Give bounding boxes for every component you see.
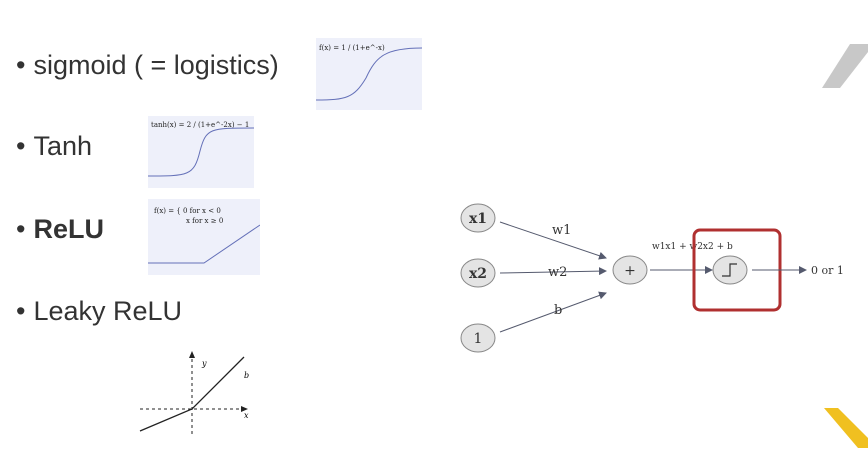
tanh-curve: [148, 127, 254, 177]
bullet-marker: •: [16, 50, 26, 80]
leaky-y-arrow: [189, 351, 195, 358]
leaky-relu-line: [139, 356, 245, 432]
weight-w1-label: w1: [552, 223, 571, 238]
perceptron-diagram: x1 x2 1 w1 w2 b + w1x1 + w2x2 + b 0 or 1: [460, 203, 844, 353]
sigmoid-curve: [316, 47, 422, 101]
leaky-y-label: y: [201, 359, 207, 368]
leaky-line-label: b: [244, 371, 249, 380]
weighted-sum-label: w1x1 + w2x2 + b: [652, 242, 733, 252]
tanh-formula: tanh(x) = 2 / (1+e^-2x) − 1: [151, 121, 250, 129]
input-node-bias: [460, 323, 496, 353]
bullet-tanh-label: Tanh: [33, 131, 93, 161]
weight-b-label: b: [554, 303, 562, 318]
gray-slash-decoration: [822, 44, 868, 88]
bullet-tanh: •Tanh: [16, 131, 92, 162]
sum-node: [612, 255, 648, 285]
input-bias-label: 1: [474, 331, 483, 347]
step-icon: [722, 263, 737, 277]
bullet-sigmoid-label: sigmoid ( = logistics): [33, 50, 279, 80]
bullet-marker: •: [16, 296, 26, 326]
input-x1-label: x1: [469, 211, 487, 227]
bullet-relu: •ReLU: [16, 214, 104, 245]
sigmoid-thumbnail: f(x) = 1 / (1+e^-x): [316, 38, 422, 110]
relu-thumbnail: f(x) = { 0 for x < 0 x for x ≥ 0: [148, 199, 260, 275]
sigmoid-formula: f(x) = 1 / (1+e^-x): [319, 44, 385, 52]
yellow-slash-decoration: [824, 408, 868, 448]
bullet-marker: •: [16, 131, 26, 161]
input-node-x1: [460, 203, 496, 233]
edge-x1-sum: [499, 221, 607, 260]
leaky-x-arrow: [241, 406, 248, 412]
bullet-marker: •: [16, 214, 26, 244]
edge-x2-sum: [499, 267, 607, 276]
bullet-sigmoid: •sigmoid ( = logistics): [16, 50, 279, 81]
input-x2-label: x2: [469, 266, 487, 282]
sum-symbol: +: [624, 263, 636, 279]
input-node-x2: [460, 258, 496, 288]
tanh-thumbnail: tanh(x) = 2 / (1+e^-2x) − 1: [148, 116, 254, 188]
bullet-relu-label: ReLU: [33, 214, 104, 244]
edge-bias-sum: [499, 291, 607, 333]
relu-formula-line2: x for x ≥ 0: [186, 217, 224, 225]
leaky-relu-plot: y x b: [139, 351, 249, 435]
leaky-x-label: x: [244, 411, 249, 420]
weight-w2-label: w2: [548, 265, 567, 280]
relu-curve: [148, 224, 260, 264]
bullet-leaky-relu-label: Leaky ReLU: [33, 296, 183, 326]
bullet-leaky-relu: •Leaky ReLU: [16, 296, 182, 327]
relu-formula-line1: f(x) = { 0 for x < 0: [154, 207, 221, 215]
output-label: 0 or 1: [811, 264, 844, 277]
